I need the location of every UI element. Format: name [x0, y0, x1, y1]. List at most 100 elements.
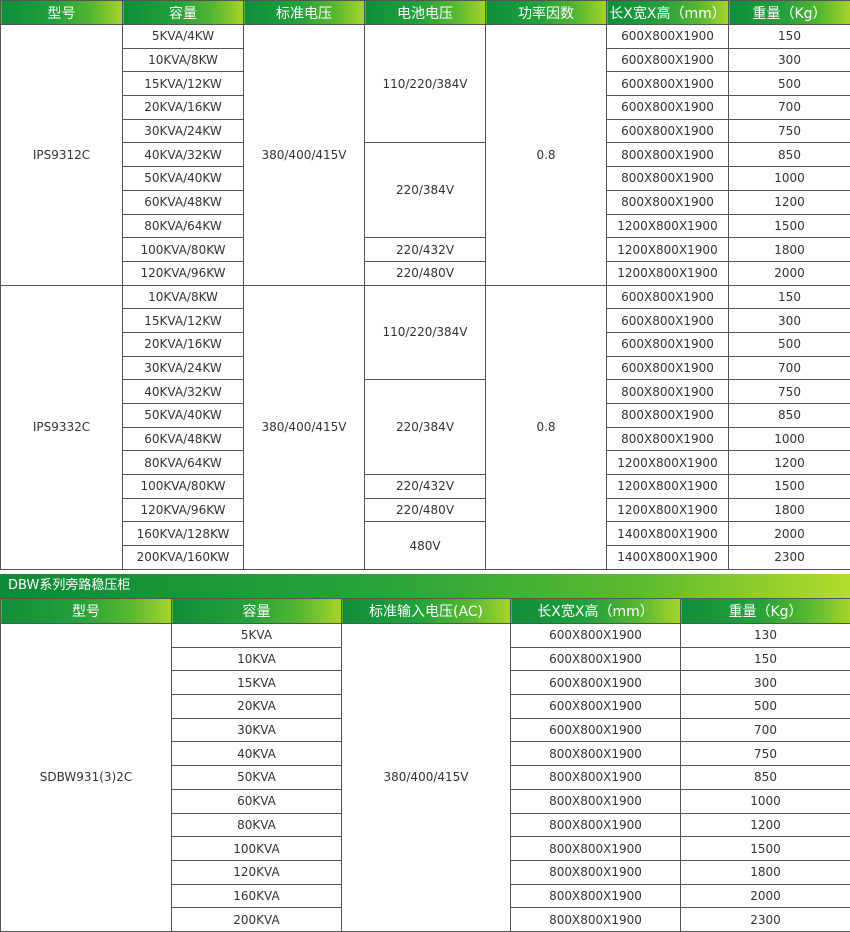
capacity-cell: 60KVA/48KW [123, 190, 244, 214]
capacity-cell: 15KVA/12KW [123, 72, 244, 96]
battery-voltage-cell: 220/384V [365, 380, 486, 475]
ups-header-cell: 长X宽X高（mm） [607, 1, 729, 25]
weight-cell: 2000 [681, 884, 850, 908]
battery-voltage-cell: 220/480V [365, 498, 486, 522]
dims-cell: 600X800X1900 [607, 285, 729, 309]
weight-cell: 500 [729, 332, 850, 356]
capacity-cell: 80KVA/64KW [123, 451, 244, 475]
capacity-cell: 30KVA [172, 718, 342, 742]
capacity-cell: 160KVA [172, 884, 342, 908]
weight-cell: 700 [729, 356, 850, 380]
dbw-header-cell: 重量（Kg） [681, 599, 850, 624]
weight-cell: 1000 [729, 427, 850, 451]
dims-cell: 600X800X1900 [607, 356, 729, 380]
weight-cell: 700 [681, 718, 850, 742]
model-cell: SDBW931(3)2C [1, 624, 172, 932]
weight-cell: 1200 [729, 190, 850, 214]
weight-cell: 1500 [681, 837, 850, 861]
dims-cell: 800X800X1900 [511, 766, 681, 790]
dims-cell: 800X800X1900 [511, 860, 681, 884]
capacity-cell: 100KVA/80KW [123, 475, 244, 499]
capacity-cell: 5KVA [172, 624, 342, 648]
battery-voltage-cell: 220/432V [365, 475, 486, 499]
capacity-cell: 80KVA [172, 813, 342, 837]
capacity-cell: 200KVA [172, 908, 342, 932]
weight-cell: 150 [681, 647, 850, 671]
dims-cell: 600X800X1900 [511, 671, 681, 695]
ups-header-cell: 标准电压 [244, 1, 365, 25]
dims-cell: 600X800X1900 [607, 119, 729, 143]
weight-cell: 1200 [681, 813, 850, 837]
battery-voltage-cell: 480V [365, 522, 486, 569]
capacity-cell: 120KVA/96KW [123, 498, 244, 522]
dims-cell: 600X800X1900 [607, 25, 729, 49]
capacity-cell: 60KVA/48KW [123, 427, 244, 451]
weight-cell: 300 [681, 671, 850, 695]
ups-header-cell: 功率因数 [486, 1, 607, 25]
power-factor-cell: 0.8 [486, 25, 607, 286]
capacity-cell: 10KVA/8KW [123, 285, 244, 309]
capacity-cell: 40KVA/32KW [123, 143, 244, 167]
capacity-cell: 5KVA/4KW [123, 25, 244, 49]
std-voltage-cell: 380/400/415V [244, 285, 365, 569]
weight-cell: 1800 [681, 860, 850, 884]
weight-cell: 2300 [729, 546, 850, 570]
dims-cell: 800X800X1900 [607, 143, 729, 167]
ups-header-cell: 电池电压 [365, 1, 486, 25]
ups-header-cell: 容量 [123, 1, 244, 25]
battery-voltage-cell: 220/384V [365, 143, 486, 238]
capacity-cell: 50KVA/40KW [123, 404, 244, 428]
dbw-spec-table: 型号容量标准输入电压(AC)长X宽X高（mm）重量（Kg） SDBW931(3)… [0, 598, 850, 932]
capacity-cell: 10KVA/8KW [123, 48, 244, 72]
dims-cell: 600X800X1900 [607, 72, 729, 96]
model-cell: IPS9332C [1, 285, 123, 569]
dims-cell: 800X800X1900 [607, 167, 729, 191]
dims-cell: 800X800X1900 [511, 813, 681, 837]
weight-cell: 130 [681, 624, 850, 648]
weight-cell: 150 [729, 285, 850, 309]
weight-cell: 2000 [729, 522, 850, 546]
dims-cell: 800X800X1900 [511, 837, 681, 861]
weight-cell: 850 [681, 766, 850, 790]
ups-header-cell: 型号 [1, 1, 123, 25]
dims-cell: 800X800X1900 [511, 742, 681, 766]
weight-cell: 1500 [729, 475, 850, 499]
weight-cell: 700 [729, 96, 850, 120]
ups-header-row: 型号容量标准电压电池电压功率因数长X宽X高（mm）重量（Kg） [1, 1, 850, 25]
weight-cell: 750 [681, 742, 850, 766]
weight-cell: 1500 [729, 214, 850, 238]
dims-cell: 1400X800X1900 [607, 546, 729, 570]
dims-cell: 1200X800X1900 [607, 261, 729, 285]
battery-voltage-cell: 220/432V [365, 238, 486, 262]
capacity-cell: 60KVA [172, 789, 342, 813]
dims-cell: 800X800X1900 [511, 908, 681, 932]
capacity-cell: 100KVA/80KW [123, 238, 244, 262]
dbw-header-cell: 容量 [172, 599, 342, 624]
capacity-cell: 160KVA/128KW [123, 522, 244, 546]
dims-cell: 800X800X1900 [511, 884, 681, 908]
battery-voltage-cell: 220/480V [365, 261, 486, 285]
capacity-cell: 40KVA/32KW [123, 380, 244, 404]
dims-cell: 600X800X1900 [607, 48, 729, 72]
dims-cell: 1200X800X1900 [607, 498, 729, 522]
weight-cell: 850 [729, 143, 850, 167]
capacity-cell: 100KVA [172, 837, 342, 861]
capacity-cell: 15KVA [172, 671, 342, 695]
dbw-header-cell: 型号 [1, 599, 172, 624]
dbw-header-cell: 长X宽X高（mm） [511, 599, 681, 624]
capacity-cell: 50KVA/40KW [123, 167, 244, 191]
capacity-cell: 30KVA/24KW [123, 356, 244, 380]
dims-cell: 1200X800X1900 [607, 214, 729, 238]
